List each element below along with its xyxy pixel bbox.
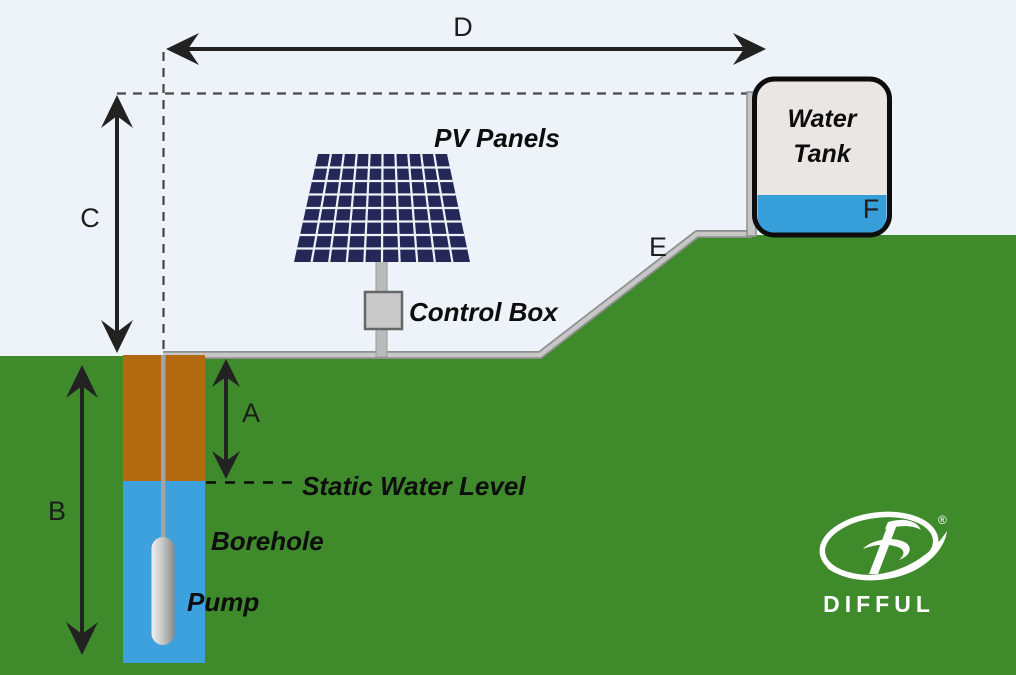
label-f: F xyxy=(863,194,880,224)
dimension-arrows xyxy=(66,33,766,655)
label-d: D xyxy=(453,12,473,42)
water-tank xyxy=(752,76,892,238)
borehole-shaft xyxy=(123,355,205,663)
label-control-box: Control Box xyxy=(409,297,559,327)
label-e: E xyxy=(649,232,667,262)
label-water-tank-line1: Water xyxy=(787,105,857,133)
label-pv-panels: PV Panels xyxy=(434,123,560,153)
label-water-tank-line2: Tank xyxy=(793,140,852,168)
logo-glyph-stem xyxy=(869,522,898,574)
dimension-arrow-b xyxy=(66,365,98,655)
control-box xyxy=(363,290,404,331)
pump-cable xyxy=(161,355,166,541)
label-pump: Pump xyxy=(187,587,259,617)
registered-mark: ® xyxy=(938,513,947,527)
logo-glyph-loop xyxy=(863,539,910,560)
label-borehole: Borehole xyxy=(211,526,324,556)
tank-water xyxy=(757,195,887,233)
dimension-arrow-c xyxy=(101,95,133,353)
logo-glyph-top xyxy=(885,519,921,530)
ground xyxy=(0,235,1016,675)
water-pipe xyxy=(163,231,752,358)
dimension-arrow-d xyxy=(166,33,766,65)
label-b: B xyxy=(48,496,66,526)
dimension-arrow-a xyxy=(212,359,240,479)
pv-panel-grid xyxy=(297,153,468,263)
logo-swoosh xyxy=(826,531,947,581)
label-static-water-level: Static Water Level xyxy=(302,471,526,501)
brand-name: DIFFUL xyxy=(823,591,935,617)
label-a: A xyxy=(242,398,260,428)
pump-body xyxy=(151,537,175,645)
label-c: C xyxy=(80,203,100,233)
brand-logo: ® DIFFUL xyxy=(819,511,947,617)
